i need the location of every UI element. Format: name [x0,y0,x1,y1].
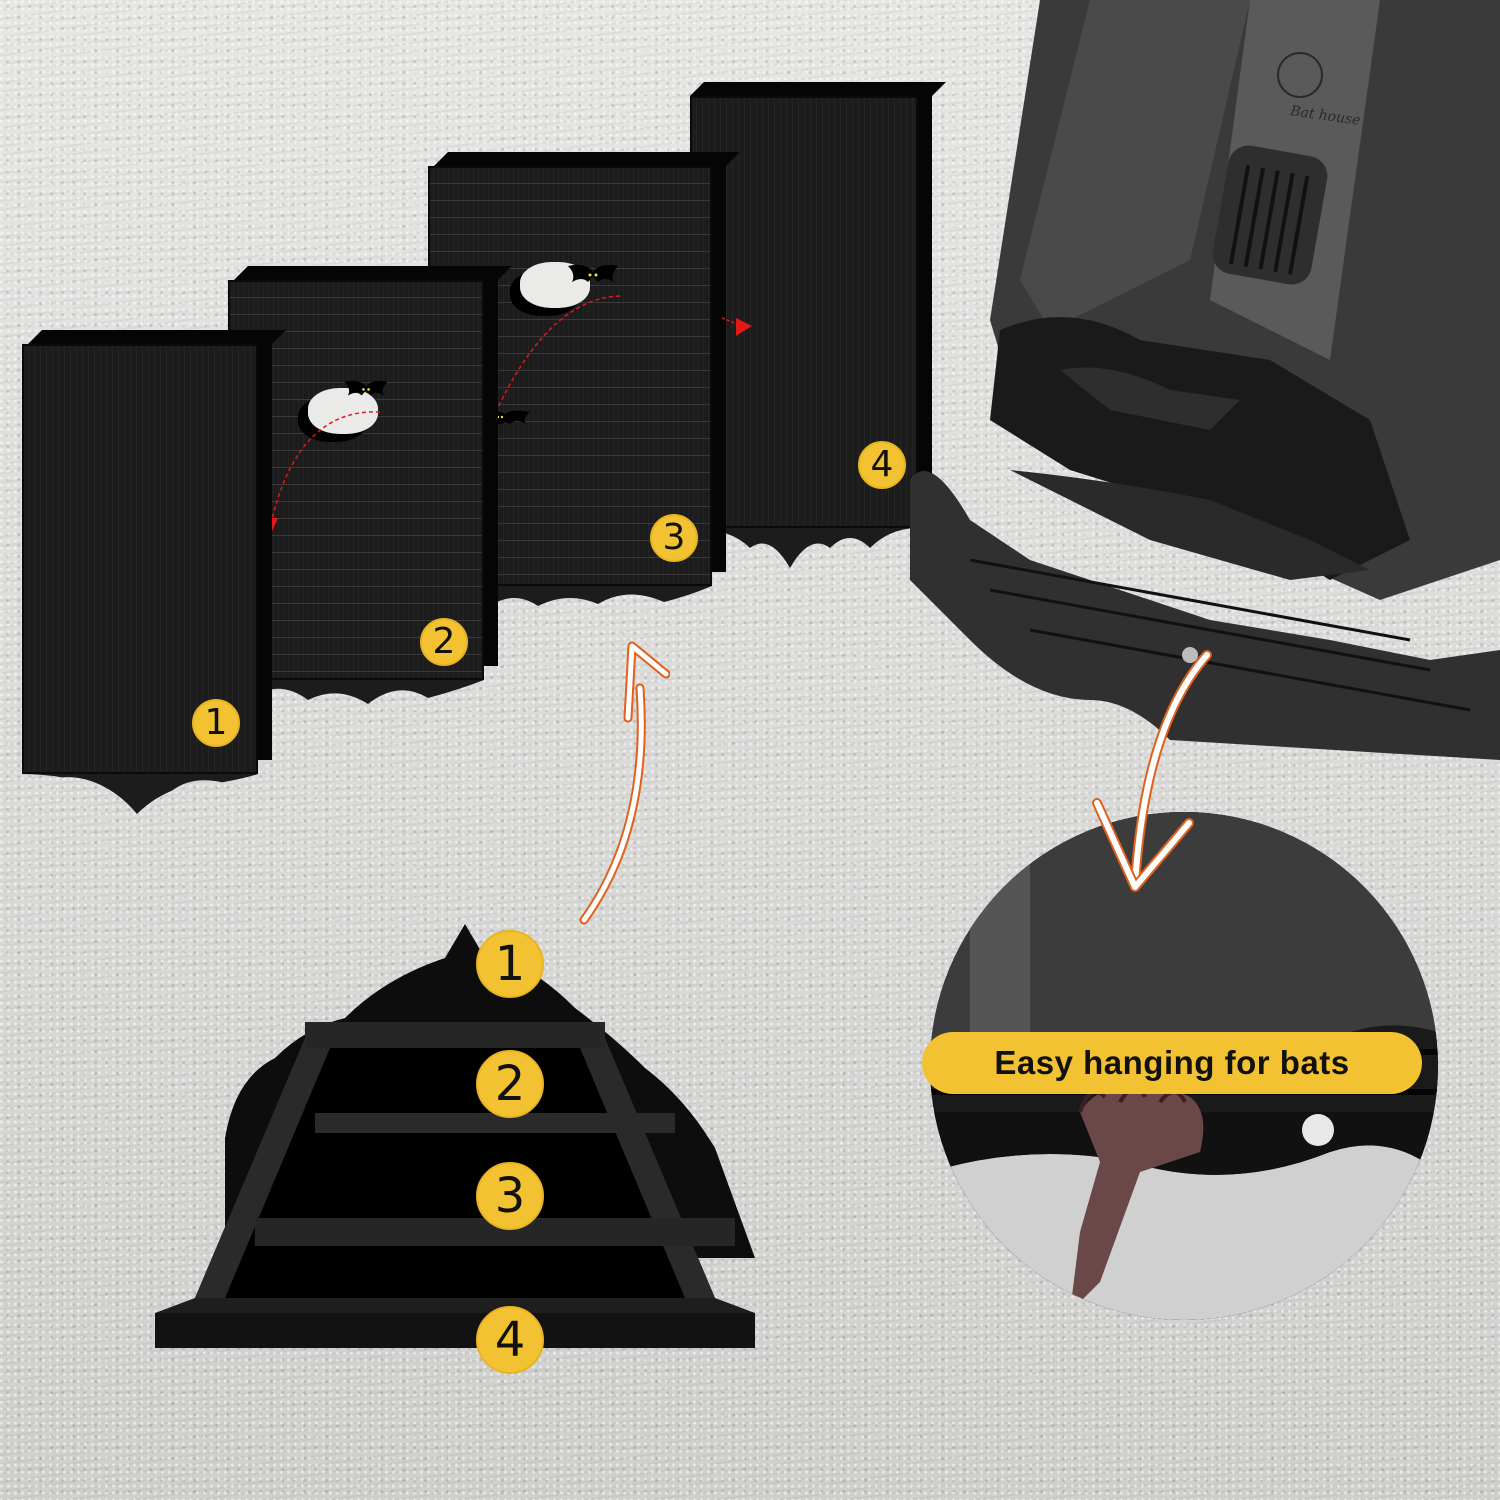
dotted-flight-arrow-icon [493,295,621,417]
bat-house-angled-view [910,0,1500,760]
entrance-hole [308,388,378,434]
panel-1: 1 [22,330,286,814]
panel-scallop [228,680,484,704]
chamber-number-badge: 3 [476,1162,544,1230]
bat-icon [344,380,388,396]
caption-text: Easy hanging for bats [994,1044,1350,1081]
panel-number-badge: 4 [858,441,906,489]
panel-4: 4 [690,82,946,568]
dotted-flight-arrow-icon [262,411,381,536]
curved-arrow-up-icon [579,641,670,925]
panel-scallop [428,586,712,616]
panel-number-badge: 3 [650,514,698,562]
chamber-number-badge: 4 [476,1306,544,1374]
panel-number-badge: 1 [192,699,240,747]
panel-number-badge: 2 [420,618,468,666]
panel-scallop [22,774,258,814]
panel-scallop [690,528,918,568]
bat-house-front-view [155,924,755,1348]
caption-badge: Easy hanging for bats [922,1032,1422,1094]
chamber-number-badge: 2 [476,1050,544,1118]
dotted-flight-arrow-icon [721,317,752,336]
chamber-number-badge: 1 [476,930,544,998]
claw-on-slats-image [930,812,1438,1320]
bat-icon [568,264,618,282]
curved-arrow-down-icon [1092,650,1212,892]
